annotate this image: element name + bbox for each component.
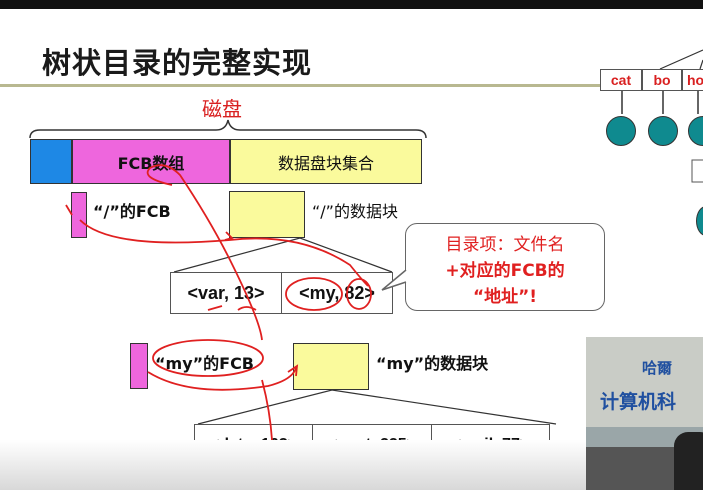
right-panel: cat bo ho [600, 0, 703, 330]
dir-entry-cell: ho [682, 69, 703, 91]
file-node [648, 116, 678, 146]
video-sign-text: 哈爾 [642, 357, 672, 378]
video-sign-text: 计算机科 [600, 387, 676, 414]
lecturer-video: 哈爾 计算机科 [586, 337, 703, 490]
bottom-shadow [0, 440, 586, 490]
dir-entry-cell: cat [600, 69, 642, 91]
lecturer-figure [674, 432, 703, 490]
file-node [606, 116, 636, 146]
red-annotations [0, 0, 586, 490]
dir-entry-cell: bo [642, 69, 682, 91]
right-panel-lines [600, 0, 703, 330]
